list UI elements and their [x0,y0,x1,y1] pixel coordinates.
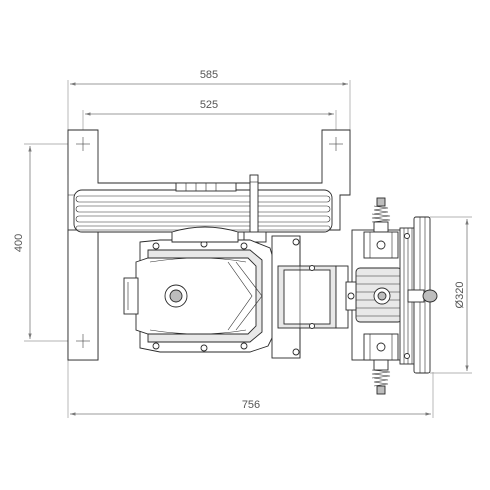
dimension-525: 525 [82,99,337,150]
dimension-label-756: 756 [242,399,260,411]
motor-body [123,226,277,353]
spring-valve-top [363,197,399,259]
dimension-585: 585 [67,69,351,175]
belt-pulley [73,182,333,233]
junction-box [271,235,349,359]
mounting-holes [76,137,343,348]
dimension-label-320: Ø320 [454,282,466,309]
dimension-label-400: 400 [13,234,25,252]
flywheel [399,216,438,374]
dimension-label-525: 525 [200,99,218,111]
shaft-knob-icon [422,289,438,303]
spring-valve-bottom [363,333,399,395]
dimension-label-585: 585 [200,69,218,81]
mount-hole-bottom-left [76,334,90,348]
dimension-diameter-320: Ø320 [430,216,472,374]
mount-hole-top-left [76,137,90,151]
dimension-756: 756 [67,360,434,418]
mount-hole-top-right [329,137,343,151]
dimension-400: 400 [13,143,88,342]
